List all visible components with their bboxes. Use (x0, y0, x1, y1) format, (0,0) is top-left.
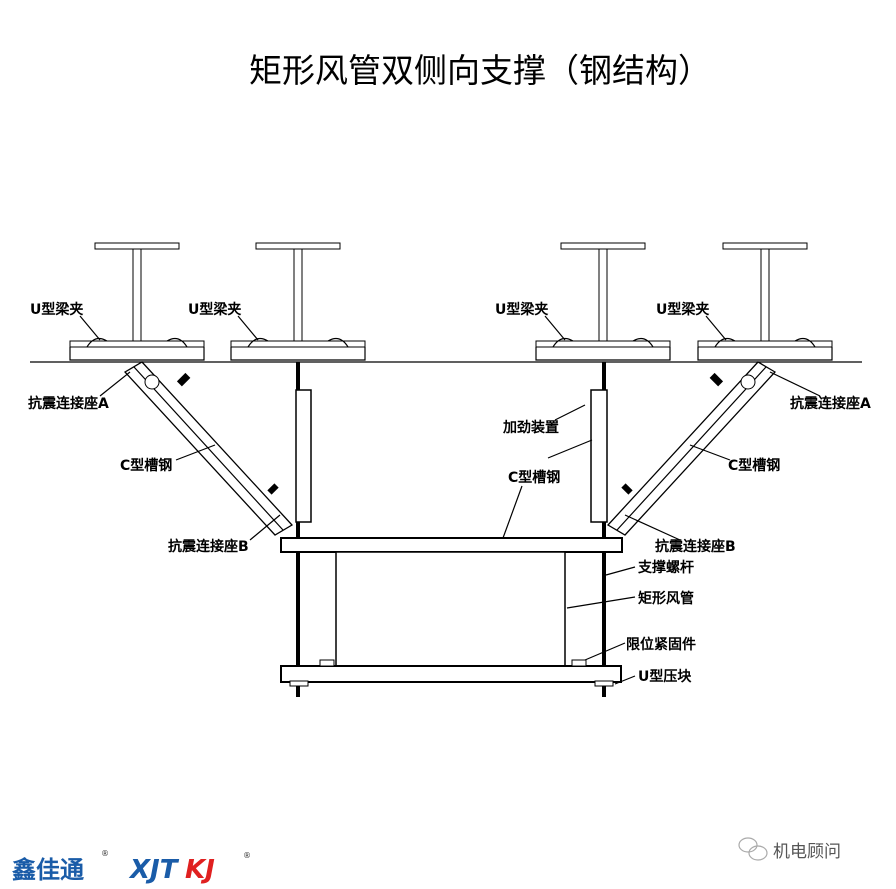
stiffener-right (590, 389, 608, 523)
label-beam-clamp: U型梁夹 (30, 301, 83, 318)
limit-fastener-left (319, 659, 335, 667)
diagram-title: 矩形风管双侧向支撑（钢结构） (249, 51, 711, 90)
i-beam (535, 242, 671, 361)
label-seismic-seat-b-right: 抗震连接座B (655, 538, 736, 555)
label-beam-clamp: U型梁夹 (188, 301, 241, 318)
label-c-channel-left: C型槽钢 (120, 457, 172, 474)
wechat-icon (738, 837, 768, 861)
i-beam (230, 242, 366, 361)
upper-c-channel (280, 537, 623, 553)
registered-mark: ® (101, 849, 109, 858)
i-beam (697, 242, 833, 361)
label-seismic-seat-b-left: 抗震连接座B (168, 538, 249, 555)
brand-logo: 鑫佳通 ® XJT KJ ® (12, 849, 251, 885)
wechat-watermark: 机电顾问 (738, 837, 841, 862)
registered-mark: ® (243, 851, 251, 860)
label-beam-clamp: U型梁夹 (656, 301, 709, 318)
label-u-clamp-block: U型压块 (638, 668, 692, 685)
i-beams (69, 242, 833, 361)
lower-c-channel (280, 665, 622, 683)
label-beam-clamp: U型梁夹 (495, 301, 548, 318)
brand-cn: 鑫佳通 (12, 856, 84, 884)
diagonal-brace-right (606, 361, 777, 536)
label-support-rod: 支撑螺杆 (637, 559, 694, 576)
limit-fastener-right (571, 659, 587, 667)
leader-lines (79, 315, 821, 685)
brand-en-blue: XJT (128, 855, 180, 885)
label-c-channel-middle: C型槽钢 (508, 469, 560, 486)
label-limit-fastener: 限位紧固件 (626, 636, 696, 653)
label-seismic-seat-a-right: 抗震连接座A (790, 395, 871, 412)
diagonal-brace-left (123, 361, 294, 536)
label-rect-duct: 矩形风管 (638, 590, 694, 607)
label-stiffener: 加劲装置 (502, 419, 559, 436)
i-beam (69, 242, 205, 361)
rectangular-duct (335, 551, 566, 667)
wechat-account-name: 机电顾问 (773, 842, 841, 862)
stiffener-left (295, 389, 312, 523)
brand-en-red: KJ (185, 855, 215, 885)
label-seismic-seat-a-left: 抗震连接座A (28, 395, 109, 412)
label-c-channel-right: C型槽钢 (728, 457, 780, 474)
